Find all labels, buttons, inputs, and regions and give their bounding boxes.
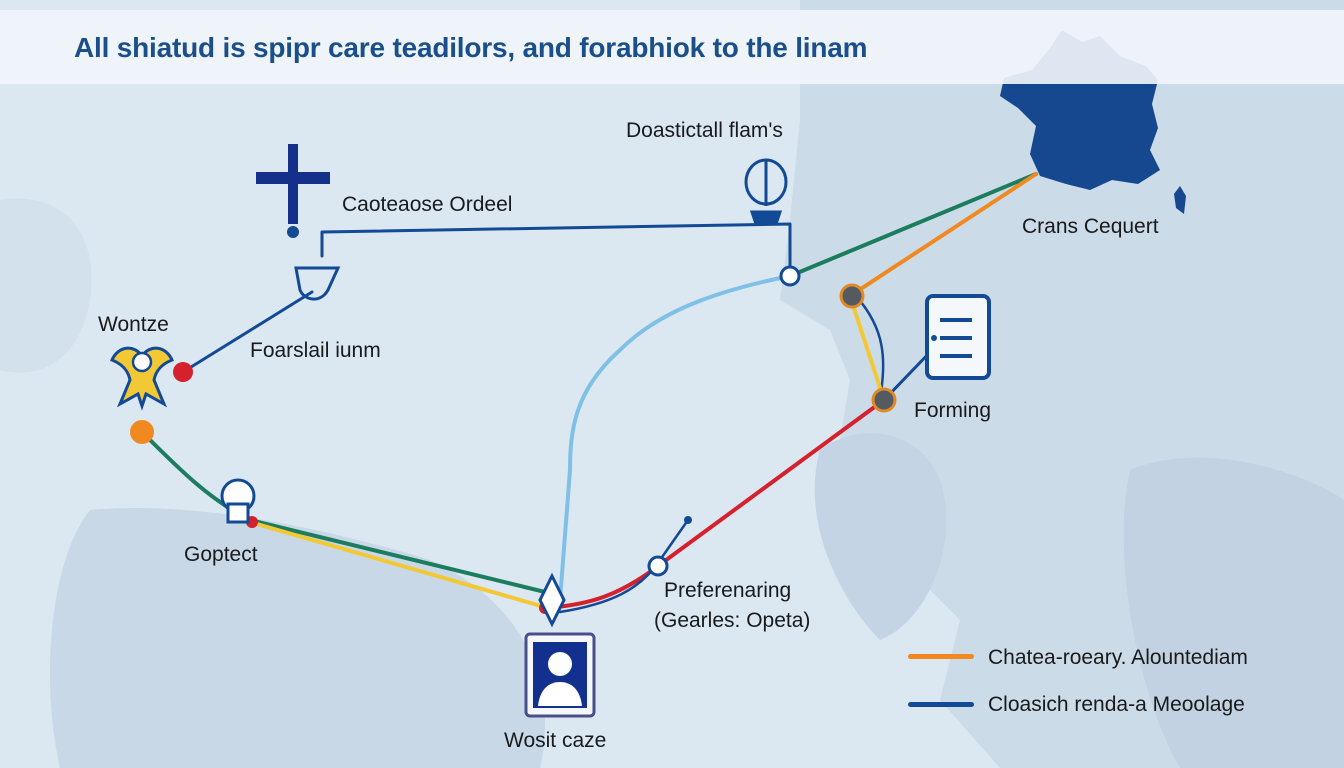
legend-swatch-orange xyxy=(908,654,974,659)
node-circle-grey-lower xyxy=(871,387,897,413)
label-bottom-left: Goptect xyxy=(184,543,258,566)
node-circle-orange-left xyxy=(130,420,154,444)
anchor-icon xyxy=(744,158,788,226)
orange-line-france xyxy=(848,172,1038,298)
goptect-bell-icon xyxy=(220,478,256,524)
document-icon xyxy=(925,294,991,380)
label-cross-node: Caoteaose Ordeel xyxy=(342,193,513,216)
node-circle-red-left xyxy=(173,362,193,382)
small-endpoint xyxy=(684,516,692,524)
node-circle-top xyxy=(779,265,801,287)
person-avatar-icon xyxy=(524,632,596,718)
navy-line-cross-to-left xyxy=(181,290,314,374)
light-blue-line xyxy=(558,274,792,602)
label-middle-line2: (Gearles: Opeta) xyxy=(654,609,811,632)
label-france: Crans Cequert xyxy=(1022,215,1159,238)
label-left-link: Foarslail iunm xyxy=(250,339,381,362)
legend-label-navy: Cloasich renda-a Meoolage xyxy=(988,693,1245,716)
green-line-france xyxy=(788,172,1038,278)
label-middle-line1: Preferenaring xyxy=(664,579,792,602)
legend-label-orange: Chatea-roeary. Alountediam xyxy=(988,646,1248,669)
label-person: Wosit caze xyxy=(504,729,607,752)
wonze-emblem-icon xyxy=(110,346,174,411)
label-left-node: Wontze xyxy=(98,313,169,336)
node-circle-grey-upper xyxy=(839,283,865,309)
node-circle-middle xyxy=(647,555,669,577)
cross-icon xyxy=(256,144,341,301)
yellow-line-nodes xyxy=(848,294,886,402)
title-banner xyxy=(0,10,1344,84)
diagram-title: All shiatud is spipr care teadilors, and… xyxy=(74,32,868,63)
corsica-island xyxy=(1174,186,1186,214)
label-document: Forming xyxy=(914,399,992,422)
legend-swatch-navy xyxy=(908,702,974,707)
label-top-center: Doastictall flam's xyxy=(626,119,783,142)
diamond-marker-icon xyxy=(538,572,566,628)
yellow-line-left xyxy=(248,520,550,610)
navy-line-cross-to-top xyxy=(320,222,792,272)
